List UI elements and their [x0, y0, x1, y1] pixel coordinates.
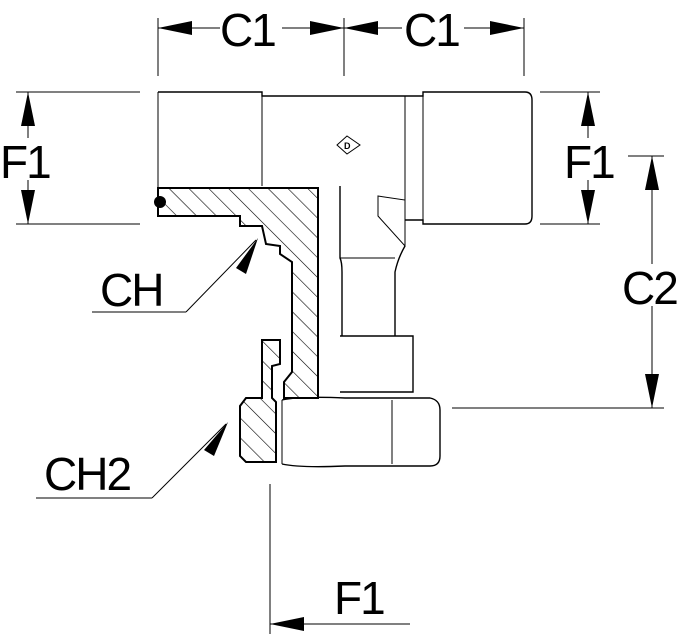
section-view: D	[154, 135, 361, 463]
c2-label-bg	[624, 264, 682, 306]
c1-left-label: C1	[220, 4, 275, 56]
ch2-label: CH2	[44, 448, 130, 500]
f1-left-label: F1	[0, 136, 50, 188]
c1-right-label-bg	[402, 8, 464, 48]
fitting-body	[157, 91, 533, 468]
ch-leader-diagonal	[185, 239, 257, 313]
c2-arrow-bottom	[645, 374, 659, 408]
c1-arrow-2	[310, 21, 344, 35]
f1-left-label-bg	[0, 138, 52, 180]
c1-right-label: C1	[404, 4, 459, 56]
f1-right-label-bg	[564, 138, 616, 180]
svg-text:D: D	[344, 141, 351, 151]
f1-bottom-label: F1	[334, 572, 384, 624]
f1-left-arrow-bottom	[21, 190, 35, 224]
c1-arrow-3	[344, 21, 378, 35]
ch2-leader-diagonal	[151, 423, 227, 499]
c1-arrow-1	[158, 21, 192, 35]
f1-bottom-arrow	[270, 617, 304, 631]
f1-right-arrow-top	[581, 92, 595, 126]
c2-arrow-top	[645, 156, 659, 190]
ch-leader-arrow	[236, 238, 258, 274]
ch-label: CH	[100, 264, 162, 316]
brand-logo: D	[336, 135, 361, 155]
collar-outline	[340, 335, 414, 393]
c2-label: C2	[622, 262, 677, 314]
c1-arrow-4	[490, 21, 524, 35]
run-body-outline	[158, 91, 533, 225]
f1-left-arrow-top	[21, 92, 35, 126]
branch-chamfer	[377, 195, 406, 248]
swivel-nut-outline	[281, 396, 441, 468]
f1-right-label: F1	[564, 136, 614, 188]
nut-wall-section	[239, 339, 281, 463]
ch2-leader-arrow	[204, 422, 228, 456]
o-ring	[154, 196, 166, 208]
branch-neck-outline	[339, 186, 406, 336]
f1-right-arrow-bottom	[581, 190, 595, 224]
dimensions: C1 C1 F1 F1 C2 CH CH2	[0, 4, 682, 634]
run-wall-section	[157, 187, 319, 399]
c1-left-label-bg	[220, 8, 282, 48]
